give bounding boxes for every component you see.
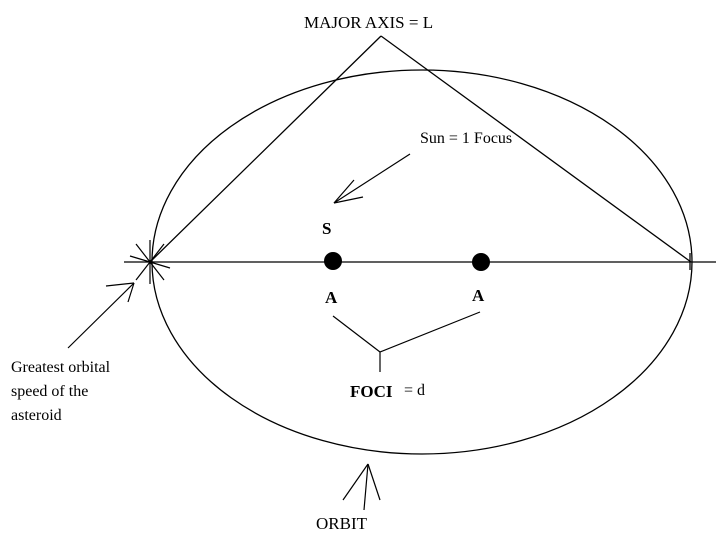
sun-marker-label: S: [322, 219, 331, 238]
focus-a-left-label: A: [325, 288, 338, 307]
major-axis-pointer-right: [380, 35, 692, 263]
greatest-speed-line-2: speed of the: [11, 383, 88, 400]
sun-focus-label: Sun = 1 Focus: [420, 130, 512, 147]
focus-sun-dot: [324, 252, 342, 270]
major-axis-label: MAJOR AXIS = L: [304, 13, 433, 32]
focus-empty-dot: [472, 253, 490, 271]
foci-label: FOCI: [350, 382, 393, 401]
foci-bracket: [332, 311, 481, 372]
greatest-speed-line-1: Greatest orbital: [11, 359, 111, 376]
orbit-label: ORBIT: [316, 514, 368, 533]
orbit-arrow: [342, 463, 381, 511]
foci-value-label: = d: [404, 382, 425, 399]
greatest-speed-arrow: [67, 282, 135, 349]
sun-arrow: [333, 153, 411, 204]
major-axis-pointer-left: [149, 35, 382, 263]
focus-a-right-label: A: [472, 286, 485, 305]
greatest-speed-line-3: asteroid: [11, 407, 62, 424]
perihelion-starburst: [129, 240, 171, 284]
